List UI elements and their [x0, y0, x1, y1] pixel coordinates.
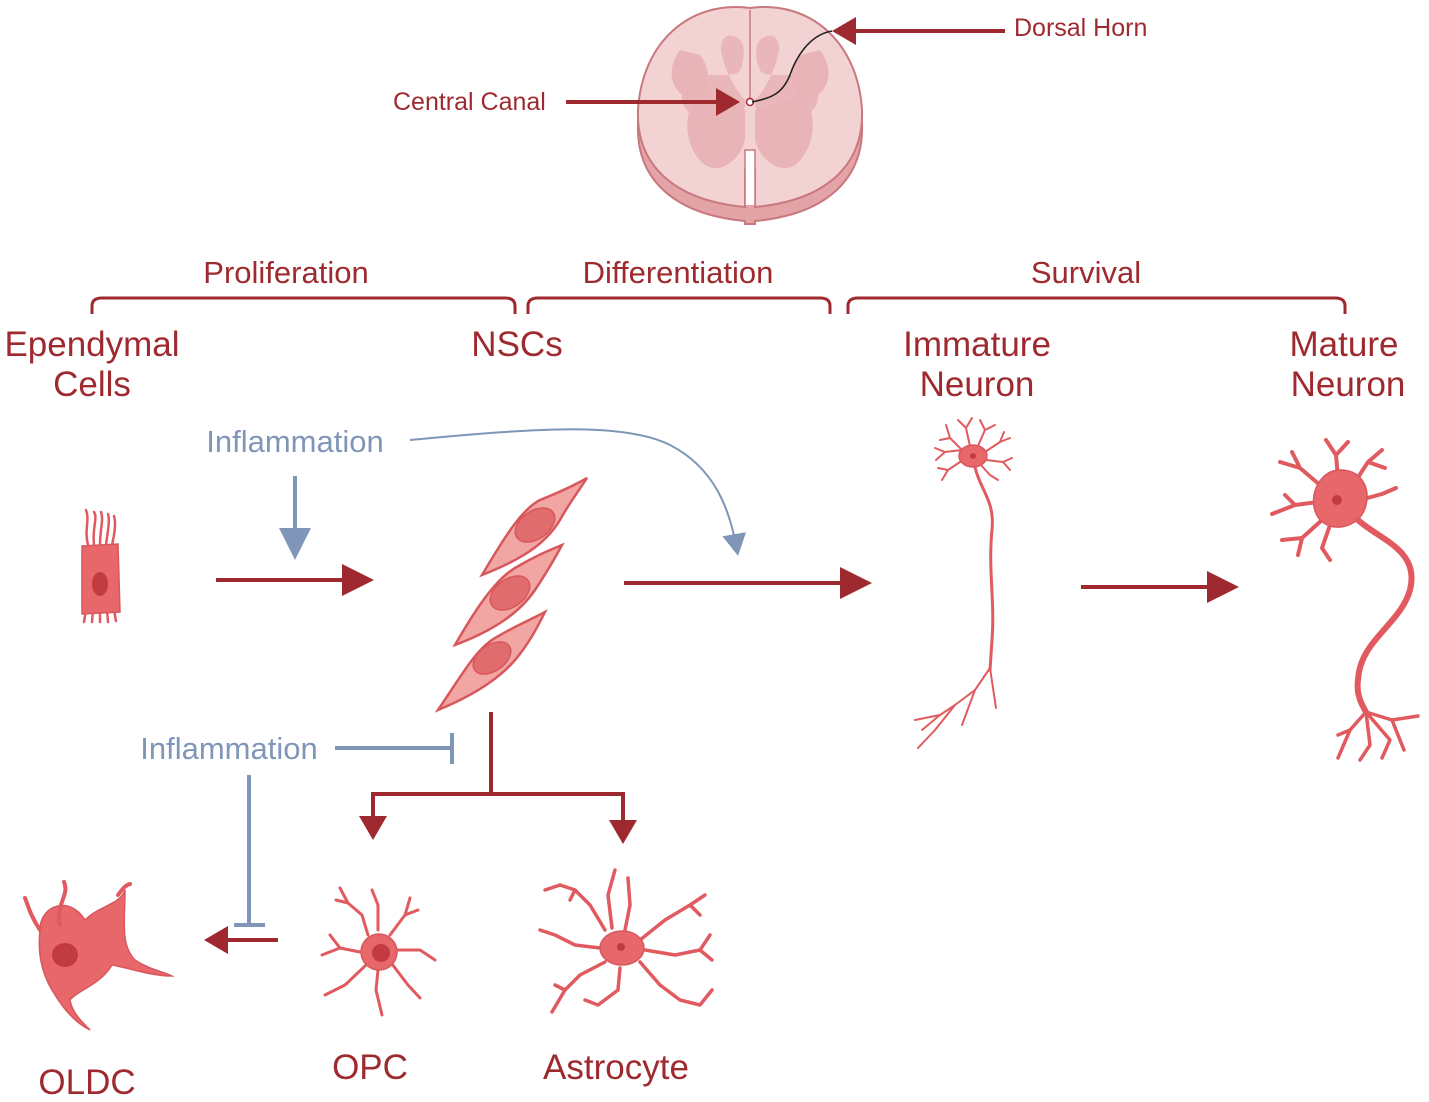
inflammation-label-top: Inflammation — [206, 424, 383, 459]
central-canal-label: Central Canal — [393, 88, 546, 116]
label-ependymal-cells-line1: Ependymal — [4, 325, 179, 364]
ependymal-cell — [81, 508, 121, 624]
label-immature-neuron-line2: Neuron — [920, 365, 1035, 404]
inflammation-curved-arrow — [409, 428, 747, 556]
phase-survival: Survival — [1031, 255, 1141, 290]
label-nscs: NSCs — [471, 325, 562, 364]
spinal-cord-cross-section — [636, 6, 864, 225]
label-ependymal-cells-line2: Cells — [53, 365, 131, 404]
bracket-differentiation — [526, 296, 832, 314]
mature-neuron — [1270, 438, 1420, 762]
nsc-cells — [434, 476, 589, 713]
dorsal-horn-leader — [751, 30, 833, 103]
bracket-proliferation — [90, 296, 517, 314]
phase-differentiation: Differentiation — [583, 255, 774, 290]
immature-neuron — [914, 417, 1013, 749]
label-mature-neuron-line2: Neuron — [1291, 365, 1406, 404]
opc-cell — [320, 886, 437, 1017]
label-astrocyte: Astrocyte — [543, 1048, 689, 1087]
oldc-cell — [23, 880, 175, 1031]
label-opc: OPC — [332, 1048, 408, 1087]
bracket-survival — [846, 296, 1347, 314]
dorsal-horn-label: Dorsal Horn — [1014, 14, 1147, 42]
label-mature-neuron-line1: Mature — [1290, 325, 1399, 364]
label-oldc: OLDC — [38, 1063, 135, 1102]
label-immature-neuron-line1: Immature — [903, 325, 1051, 364]
astrocyte-cell — [538, 868, 714, 1014]
phase-proliferation: Proliferation — [203, 255, 368, 290]
inflammation-label-bottom: Inflammation — [140, 731, 317, 766]
